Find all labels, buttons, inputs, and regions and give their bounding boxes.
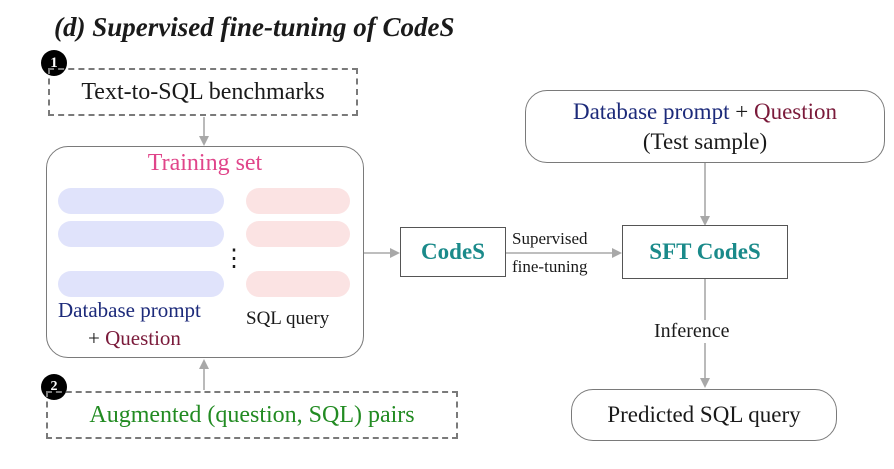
predicted-sql-label: Predicted SQL query xyxy=(607,402,801,427)
training-sql-query-label: SQL query xyxy=(246,308,330,329)
training-set-title: Training set xyxy=(147,150,263,176)
training-sql-pill xyxy=(246,188,350,214)
training-question-pill xyxy=(58,221,224,247)
step-2-badge: 2 xyxy=(41,374,67,400)
training-sql-pill xyxy=(246,271,350,297)
inference-label: Inference xyxy=(654,320,730,343)
training-question-label: Question xyxy=(105,326,181,350)
training-question-pill xyxy=(58,271,224,297)
test-question-label: Question xyxy=(753,98,838,124)
test-sample-box: Database prompt + Question (Test sample) xyxy=(525,90,885,163)
ellipsis-icon: ⋮ xyxy=(222,246,246,272)
training-sql-pill xyxy=(246,221,350,247)
benchmarks-label: Text-to-SQL benchmarks xyxy=(81,78,325,105)
training-db-prompt-label: Database prompt xyxy=(58,298,201,322)
augmented-label: Augmented (question, SQL) pairs xyxy=(89,401,415,428)
sft-codes-box: SFT CodeS xyxy=(622,225,788,279)
test-db-prompt-label: Database prompt xyxy=(572,98,730,124)
training-question-label-line: + Question xyxy=(88,326,181,351)
figure-title: (d) Supervised fine-tuning of CodeS xyxy=(54,12,455,42)
predicted-sql-box: Predicted SQL query xyxy=(571,389,837,441)
plus-sign: + xyxy=(88,326,106,350)
codes-box: CodeS xyxy=(400,227,506,277)
step-1-badge: 1 xyxy=(41,50,67,76)
test-plus-sign: + xyxy=(729,98,754,124)
augmented-box: Augmented (question, SQL) pairs xyxy=(46,391,458,439)
benchmarks-box: Text-to-SQL benchmarks xyxy=(48,68,358,116)
test-sample-line1: Database prompt + Question xyxy=(573,97,837,127)
fine-tuning-label: fine-tuning xyxy=(512,257,588,276)
training-set-box xyxy=(46,146,364,358)
sft-codes-label: SFT CodeS xyxy=(649,239,761,264)
supervised-label: Supervised xyxy=(512,229,588,248)
test-sample-line2: (Test sample) xyxy=(642,128,768,154)
training-question-pill xyxy=(58,188,224,214)
codes-label: CodeS xyxy=(421,239,485,264)
